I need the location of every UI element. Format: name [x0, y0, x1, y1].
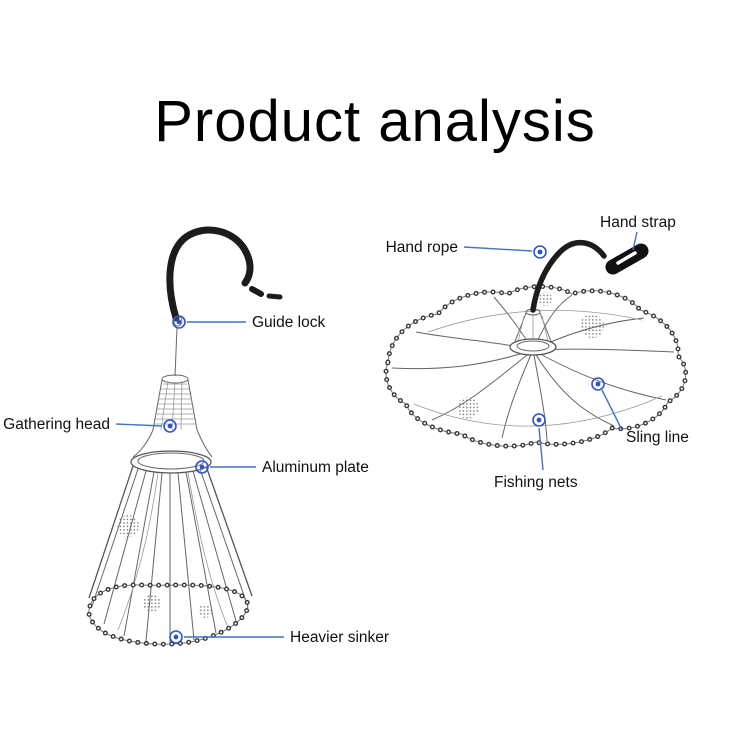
- center-cone: [509, 308, 557, 356]
- label-sling-line-text: Sling line: [626, 429, 689, 446]
- label-guide-lock: Guide lock: [187, 314, 325, 331]
- label-heavier-sinker-text: Heavier sinker: [290, 629, 389, 646]
- fishing-nets-marker: [532, 413, 546, 427]
- net-mesh-patches-left: [117, 515, 212, 618]
- leader-line: [538, 427, 544, 471]
- label-gathering-head-text: Gathering head: [3, 416, 110, 433]
- label-gathering-head: Gathering head: [3, 416, 163, 433]
- gathering-head-funnel: [132, 374, 213, 458]
- label-hand-strap: Hand strap: [600, 214, 676, 251]
- label-fishing-nets-text: Fishing nets: [494, 474, 578, 491]
- sling-line-marker: [591, 377, 605, 391]
- gathering-head-marker: [163, 419, 177, 433]
- guide-lock-marker: [172, 315, 186, 329]
- label-aluminum-plate: Aluminum plate: [210, 459, 369, 476]
- heavier-sinker-marker: [169, 630, 183, 644]
- label-guide-lock-text: Guide lock: [252, 314, 325, 331]
- hand-strap-shape: [605, 243, 649, 275]
- label-hand-rope: Hand rope: [386, 239, 533, 256]
- label-fishing-nets: Fishing nets: [494, 427, 578, 491]
- label-hand-strap-text: Hand strap: [600, 214, 676, 231]
- rope-thin-line: [174, 327, 178, 377]
- right-figure: Hand rope Hand strap Sling line Fishing …: [386, 214, 689, 491]
- leader-line: [115, 423, 163, 427]
- net-mesh-patches-right: [457, 292, 604, 419]
- label-aluminum-plate-text: Aluminum plate: [262, 459, 369, 476]
- aluminum-plate-marker: [195, 460, 209, 474]
- leader-line: [463, 246, 533, 252]
- page-title: Product analysis: [154, 89, 596, 154]
- net-cone-lines: [88, 465, 253, 643]
- rope-hook: [166, 226, 283, 322]
- left-figure: Guide lock Gathering head Aluminum plate…: [3, 226, 389, 646]
- leader-line: [632, 231, 638, 251]
- hand-rope-marker: [533, 245, 547, 259]
- hand-rope-line: [530, 240, 607, 313]
- label-sling-line: Sling line: [601, 389, 689, 446]
- aluminum-plate-ring: [130, 450, 212, 474]
- label-heavier-sinker: Heavier sinker: [184, 629, 389, 646]
- leader-line: [601, 389, 623, 431]
- label-hand-rope-text: Hand rope: [386, 239, 458, 256]
